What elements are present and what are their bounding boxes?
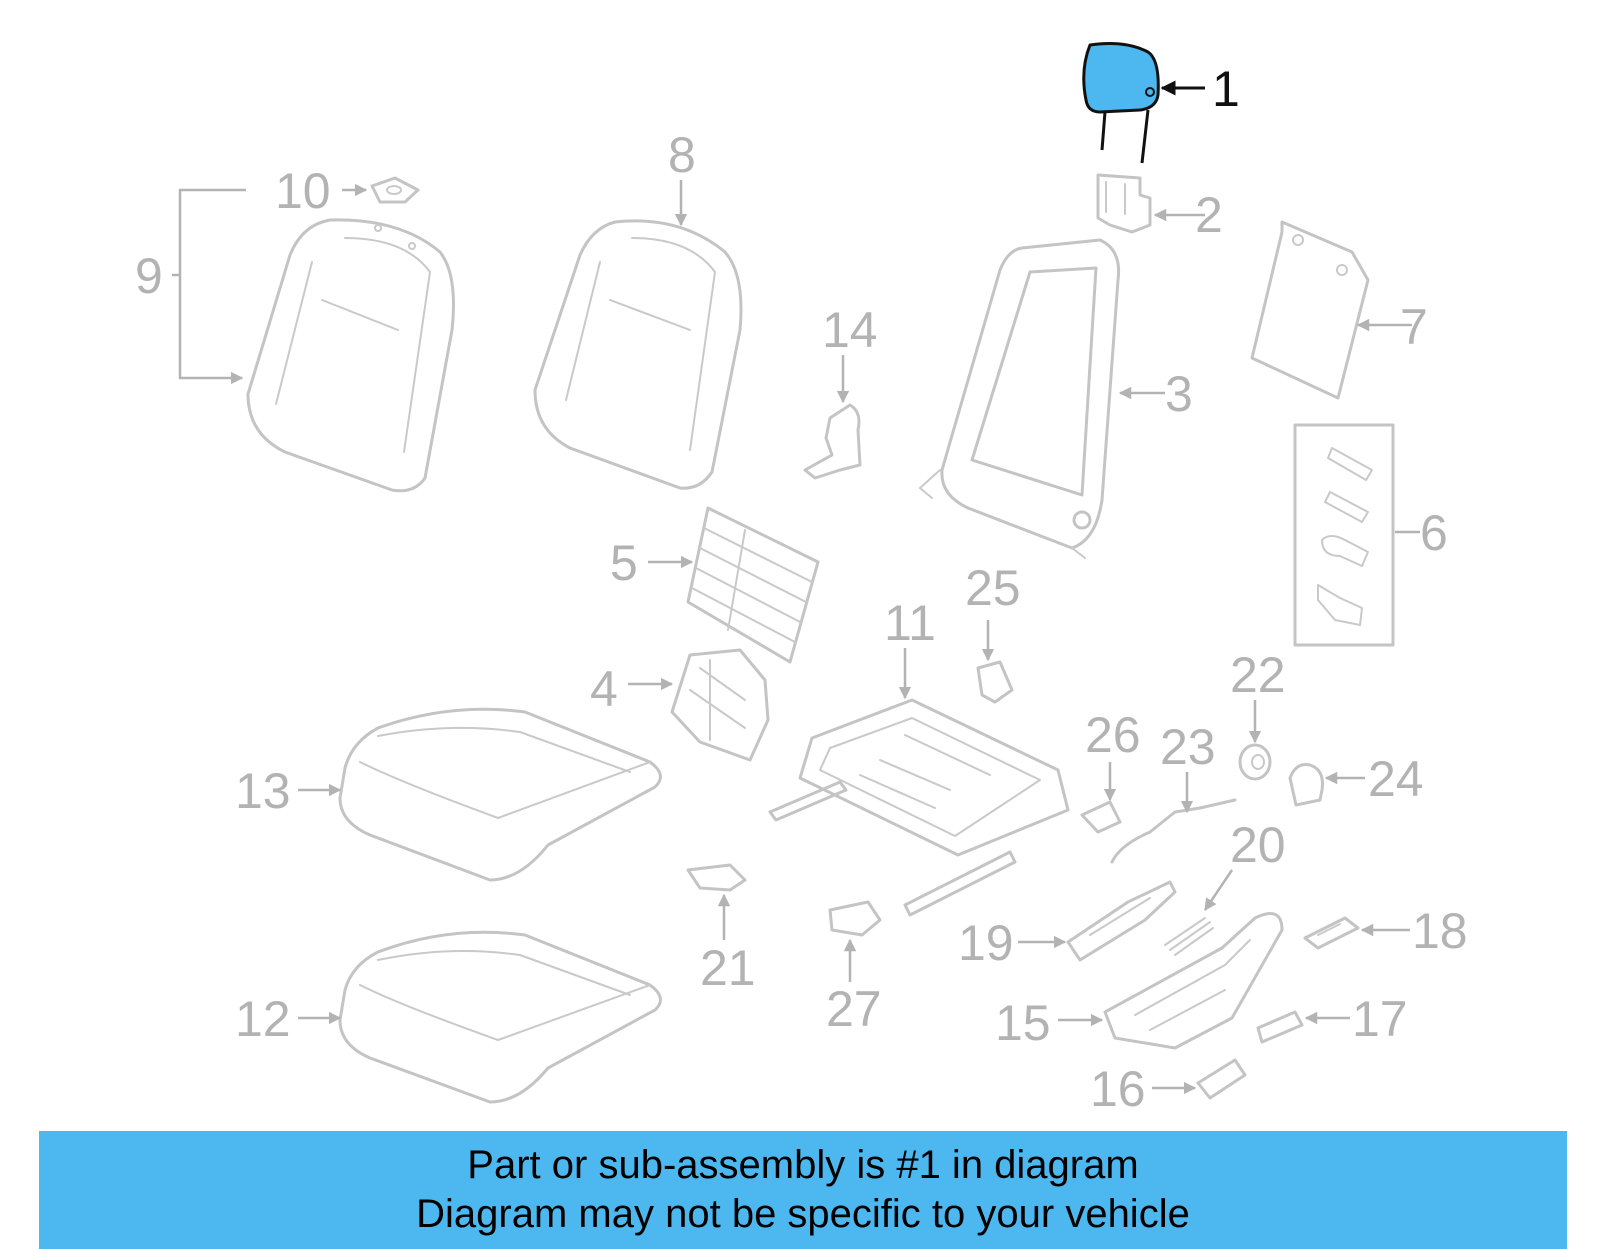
part-18-knob: [1303, 916, 1360, 950]
callout-12: 12: [235, 991, 291, 1047]
callout-10: 10: [275, 163, 331, 219]
part-9-seatback-cover: [246, 218, 455, 493]
callout-22: 22: [1230, 647, 1286, 703]
callout-14: 14: [822, 302, 878, 358]
callout-25: 25: [965, 560, 1021, 616]
part-26-pad: [1080, 800, 1122, 834]
callout-4: 4: [590, 661, 618, 717]
leader-9: [178, 188, 246, 385]
part-3-seatback-frame: [919, 238, 1121, 559]
part-17-cover: [1256, 1010, 1304, 1044]
callout-1: 1: [1212, 61, 1240, 117]
callout-26: 26: [1085, 707, 1141, 763]
callout-24: 24: [1368, 751, 1424, 807]
callout-3: 3: [1165, 366, 1193, 422]
part-15-side-shield: [1103, 912, 1284, 1050]
callout-18: 18: [1412, 903, 1468, 959]
callout-5: 5: [610, 535, 638, 591]
callout-21: 21: [700, 940, 756, 996]
part-6-hardware-kit: [1293, 423, 1395, 647]
callout-8: 8: [668, 127, 696, 183]
callout-19: 19: [958, 915, 1014, 971]
callout-27: 27: [826, 981, 882, 1037]
part-13-cushion-cover: [338, 707, 662, 882]
part-12-cushion-pad: [338, 930, 662, 1104]
part-22-grommet: [1238, 743, 1272, 781]
part-5-spring-mat: [686, 506, 820, 664]
part-7-seatback-board: [1250, 220, 1370, 400]
leader-20: [1203, 869, 1234, 912]
part-1-headrest[interactable]: [1082, 42, 1160, 164]
part-14-bracket: [803, 403, 862, 480]
part-2-headrest-guide: [1096, 173, 1152, 234]
callout-11: 11: [884, 595, 936, 651]
callout-23: 23: [1160, 719, 1216, 775]
part-23-rod: [1110, 798, 1237, 864]
part-27-clip: [828, 900, 882, 937]
banner-line-2: Diagram may not be specific to your vehi…: [416, 1192, 1190, 1236]
callout-7: 7: [1400, 299, 1428, 355]
part-8-seatback-pad: [533, 219, 743, 490]
callout-20: 20: [1230, 817, 1286, 873]
part-10-clip: [370, 176, 420, 204]
part-20-spring: [1164, 917, 1214, 956]
info-banner: Part or sub-assembly is #1 in diagram Di…: [39, 1131, 1567, 1249]
callout-6: 6: [1420, 505, 1448, 561]
callout-15: 15: [995, 995, 1051, 1051]
part-21-block: [686, 863, 747, 892]
part-25-clip: [976, 660, 1014, 704]
banner-line-1: Part or sub-assembly is #1 in diagram: [467, 1143, 1139, 1187]
callout-2: 2: [1195, 187, 1223, 243]
seat-parts-diagram: 1 2 3 4 5 6 7: [135, 42, 1468, 1117]
part-11-cushion-frame: [768, 698, 1070, 917]
callout-9: 9: [135, 248, 163, 304]
part-24-bushing: [1288, 763, 1324, 807]
part-16-cap: [1196, 1058, 1247, 1100]
callout-17: 17: [1352, 991, 1408, 1047]
part-4-lumbar-support: [670, 648, 770, 762]
callout-16: 16: [1090, 1061, 1146, 1117]
part-19-height-adjuster: [1066, 880, 1177, 962]
callout-13: 13: [235, 763, 291, 819]
